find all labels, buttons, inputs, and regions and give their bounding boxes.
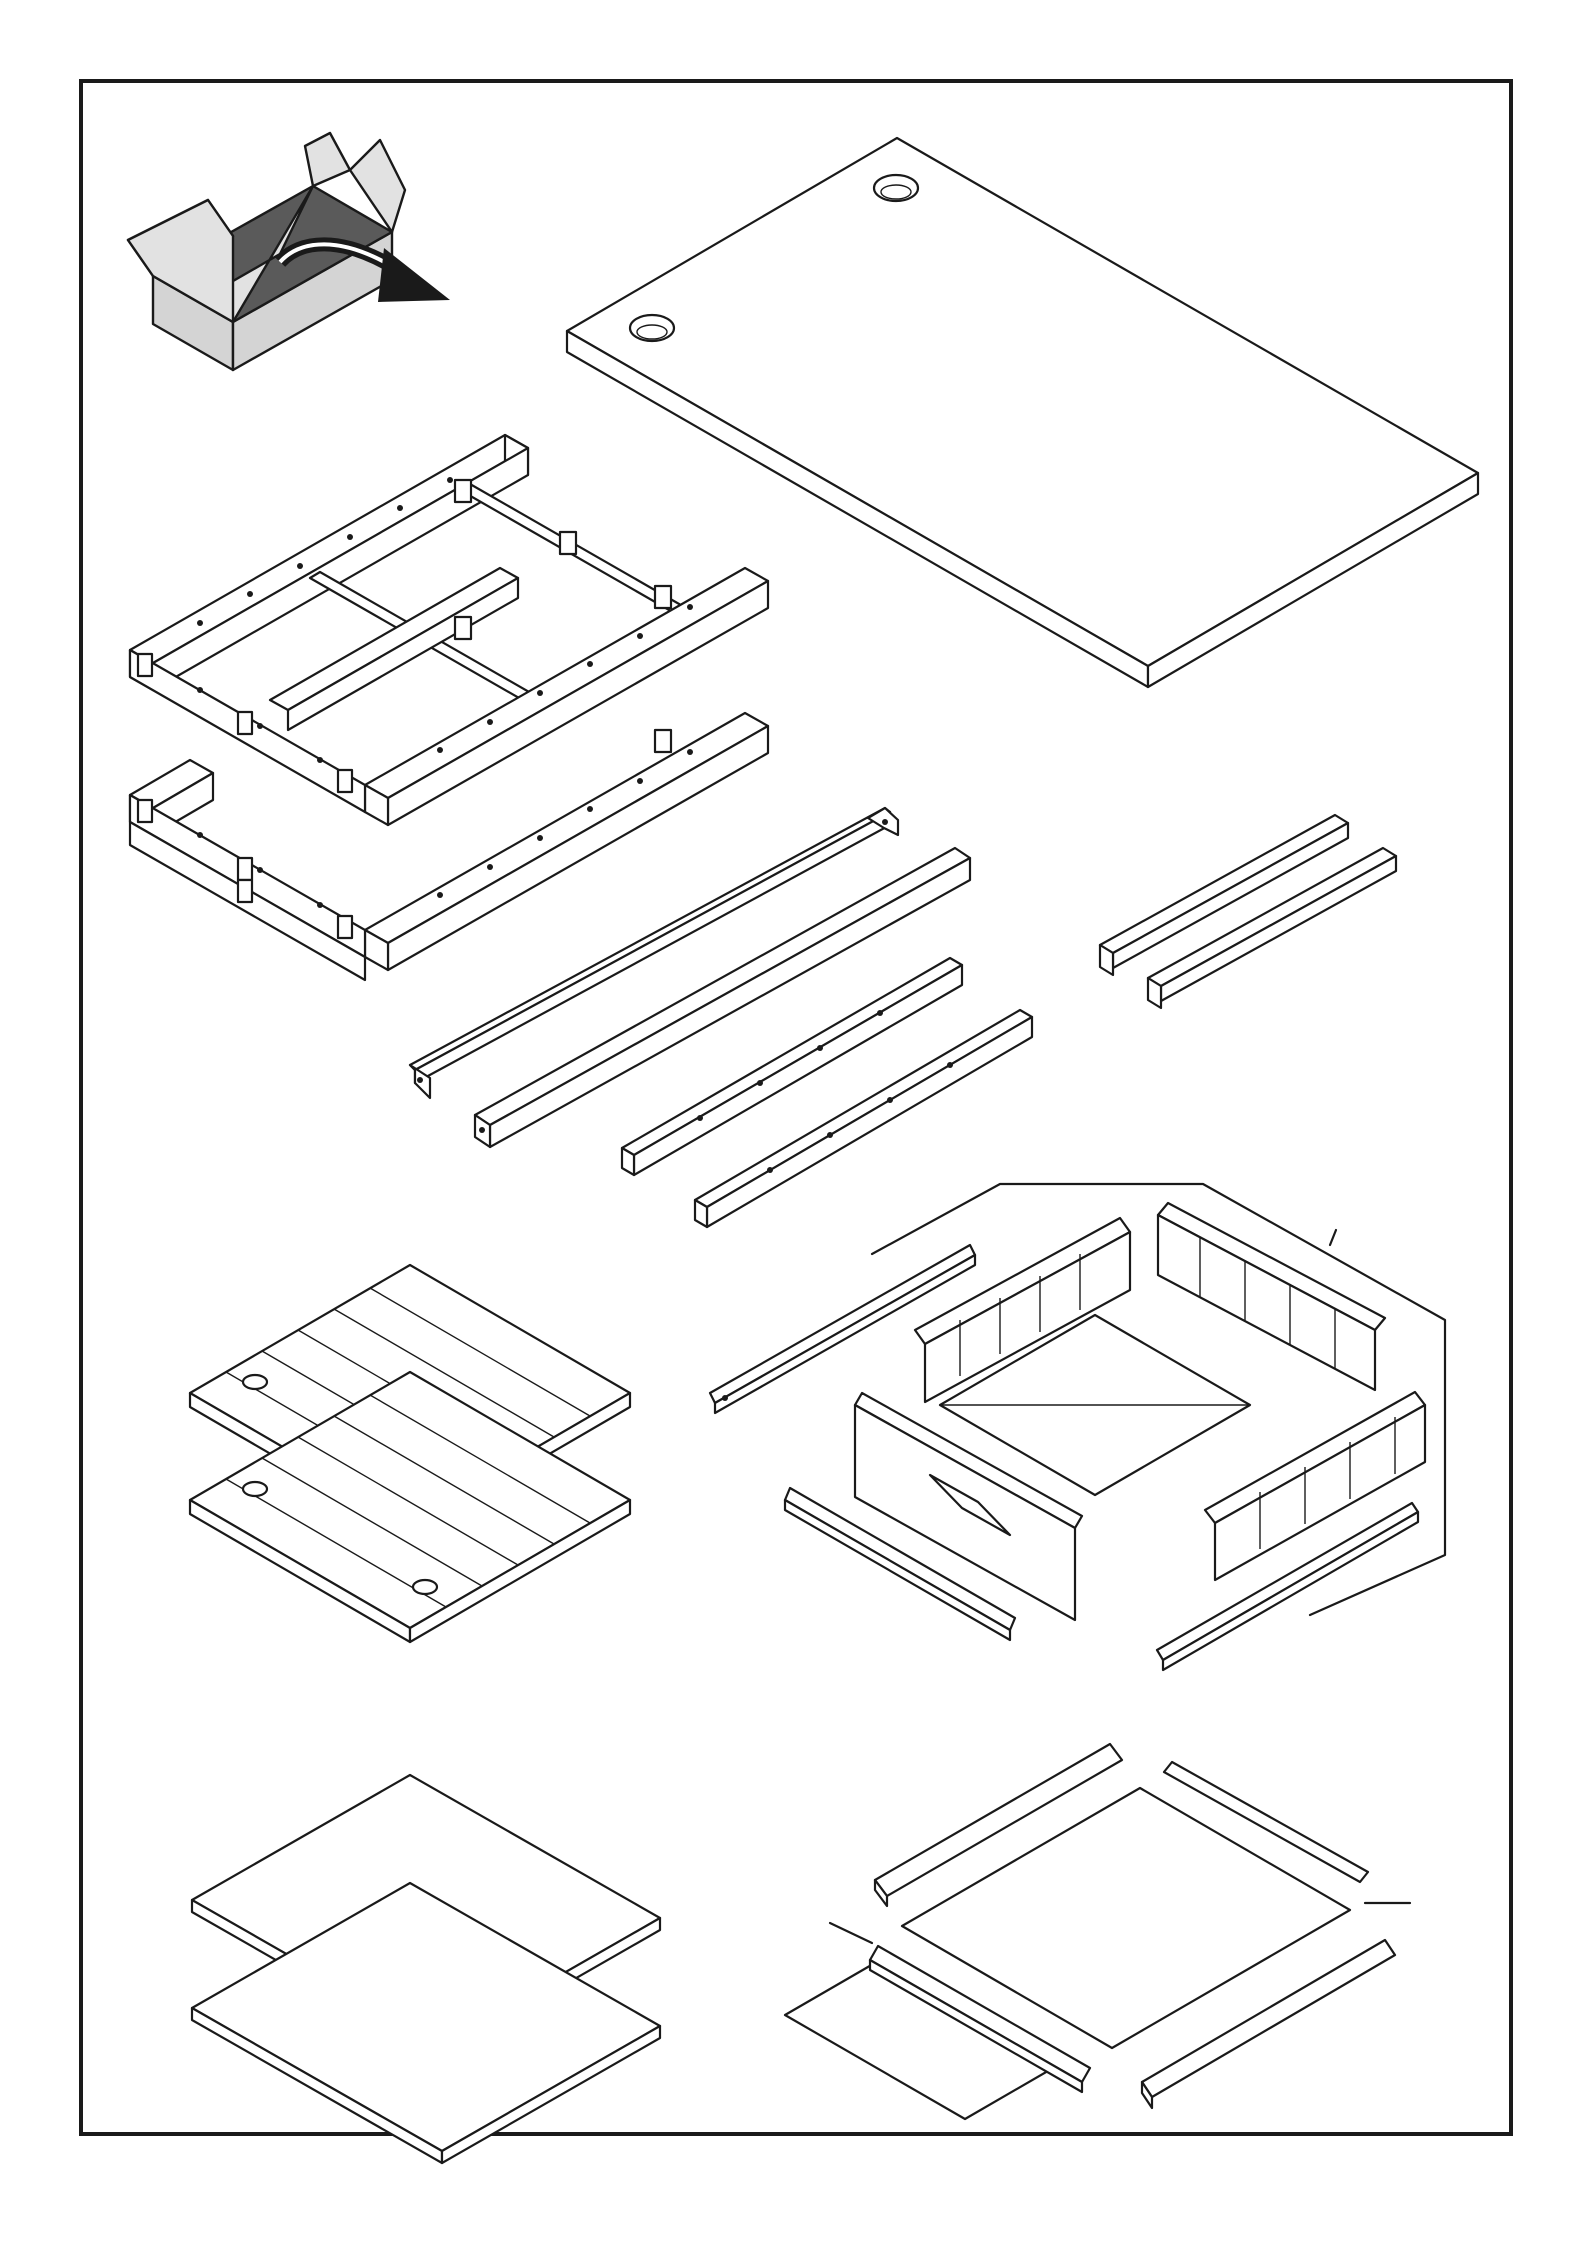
- flat-panels: [192, 1775, 660, 2163]
- drawer-kit-2: [785, 1744, 1410, 2119]
- cable-hole-icon: [630, 315, 674, 341]
- drawer-kit: [710, 1184, 1445, 1670]
- drawer-side-panel: [1205, 1392, 1425, 1580]
- cable-hole-icon: [874, 175, 918, 201]
- drawer-shelves: [190, 1265, 630, 1642]
- short-rails: [1100, 815, 1396, 1008]
- drawer-side-panel: [1158, 1203, 1385, 1390]
